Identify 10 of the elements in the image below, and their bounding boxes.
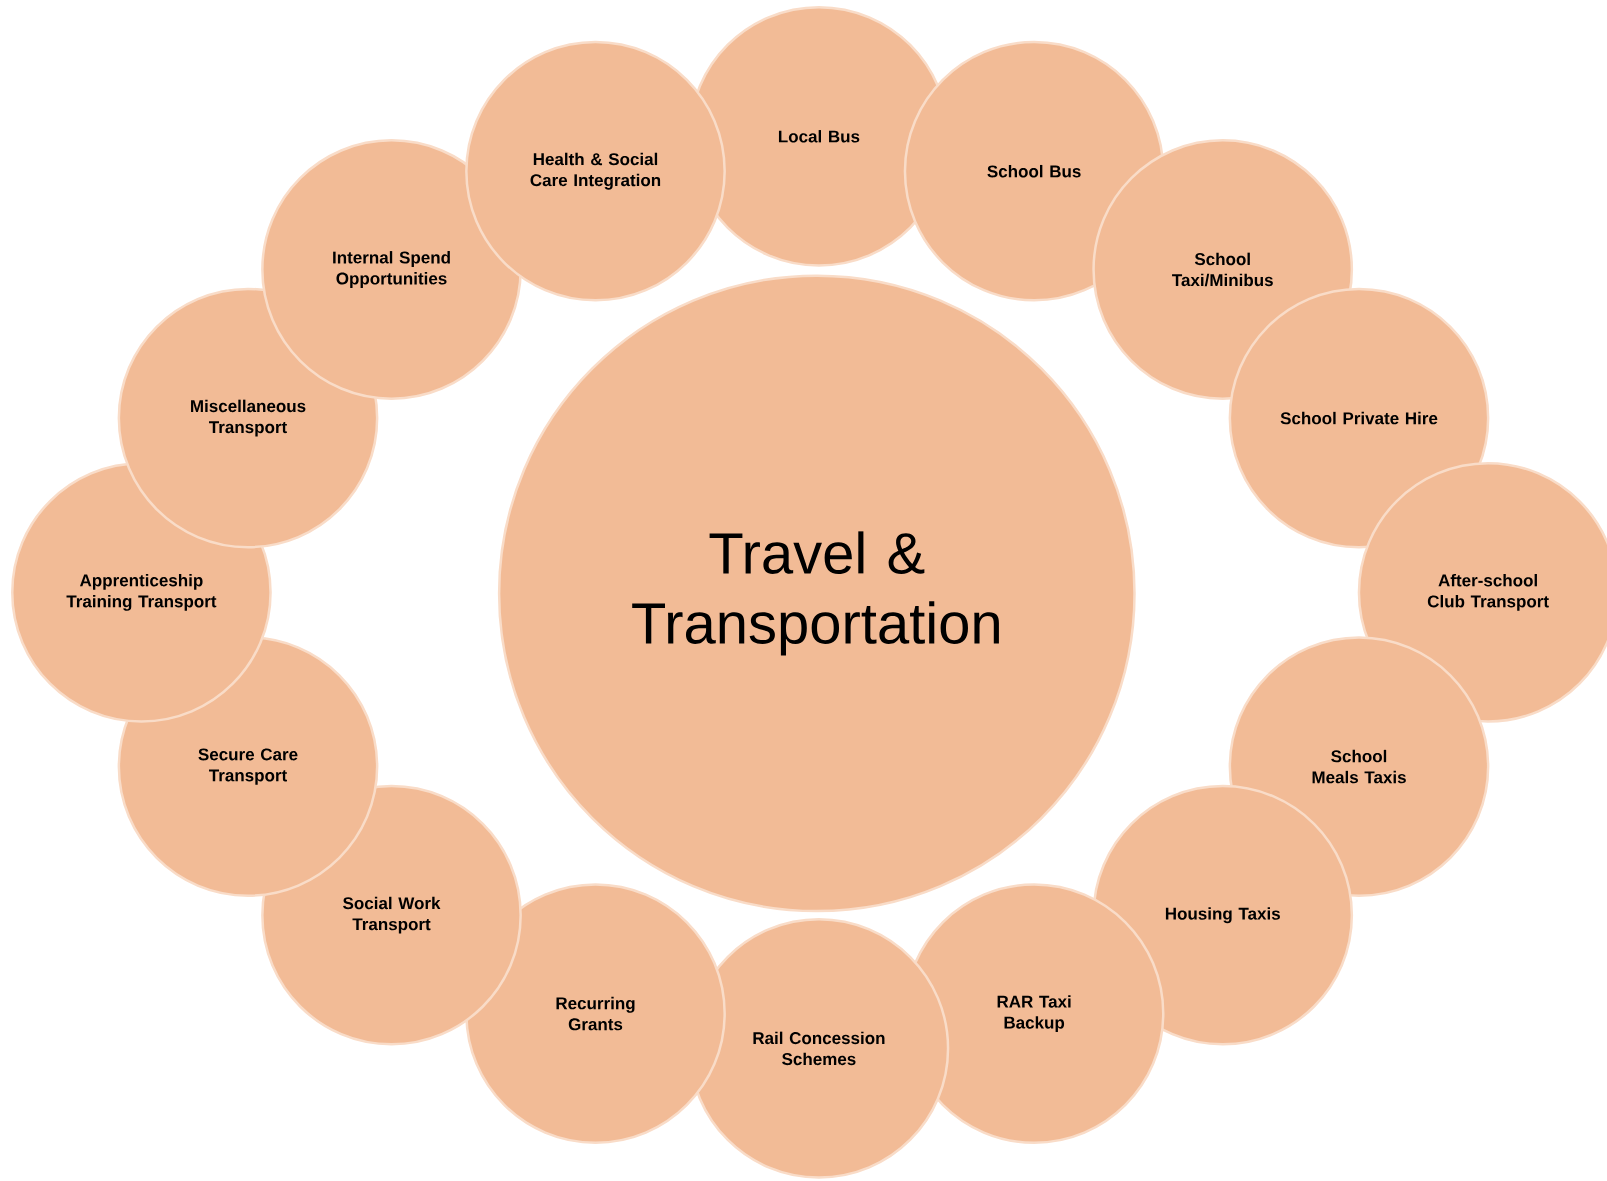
- topic-bubble: Health & Social Care Integration: [465, 40, 726, 302]
- topic-bubble: Rail Concession Schemes: [688, 918, 950, 1179]
- topic-bubble: Recurring Grants: [465, 883, 726, 1144]
- node-label: Rail Concession Schemes: [753, 1031, 885, 1066]
- topic-bubble: School Private Hire: [1228, 287, 1490, 549]
- topic-bubble: RAR Taxi Backup: [903, 883, 1165, 1144]
- topic-bubble: After-school Club Transport: [1357, 462, 1607, 723]
- topic-bubble: Housing Taxis: [1092, 784, 1354, 1046]
- topic-bubble: School Bus: [903, 40, 1165, 302]
- topic-bubble: Internal Spend Opportunities: [261, 139, 522, 400]
